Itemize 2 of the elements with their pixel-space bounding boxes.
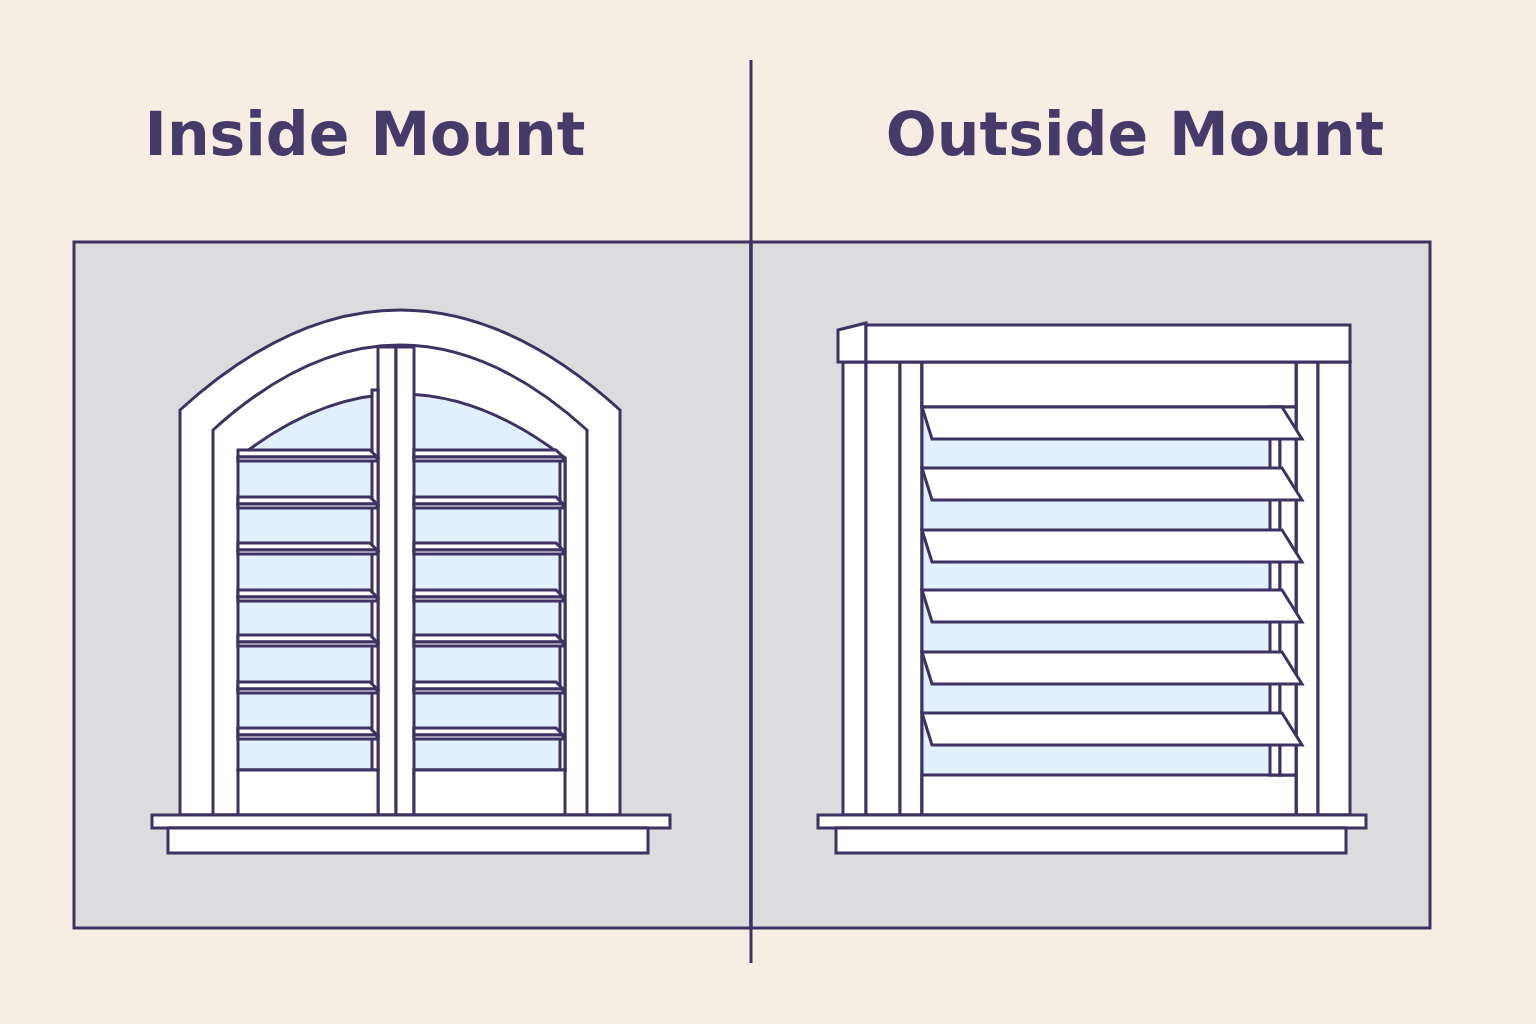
section-heading: Outside Mount [885,104,1385,164]
section-heading: Inside Mount [144,104,586,164]
